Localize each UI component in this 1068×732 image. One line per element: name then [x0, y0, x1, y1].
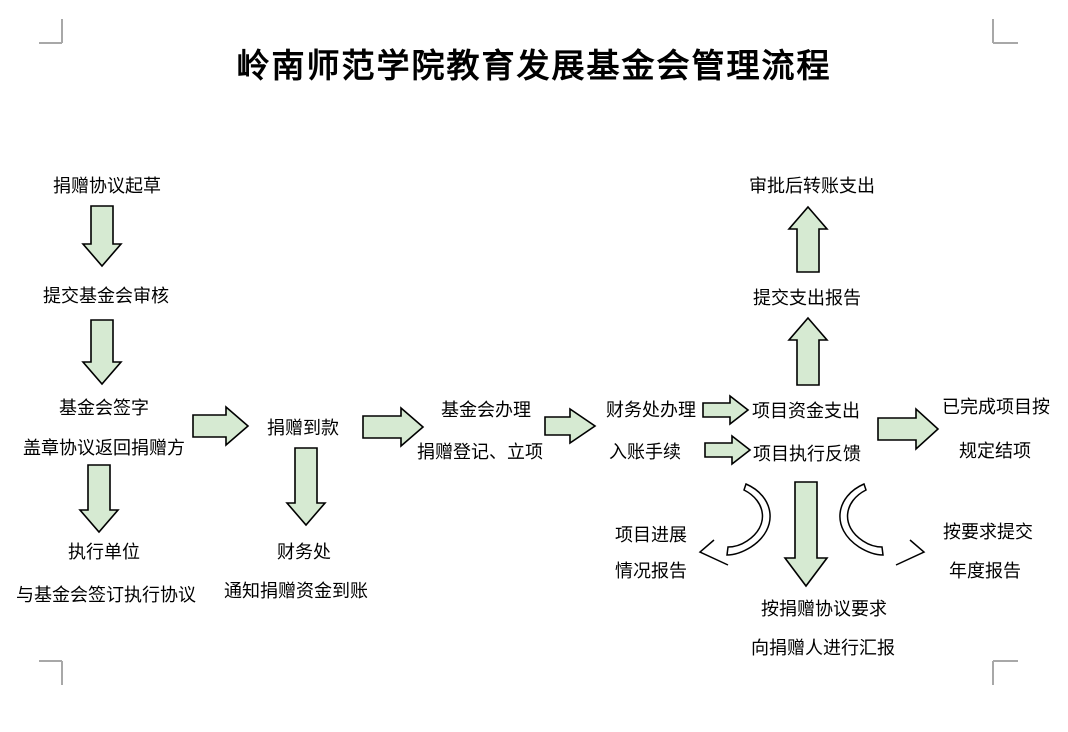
page-title: 岭南师范学院教育发展基金会管理流程 [236, 49, 832, 85]
node-completed-line1: 已完成项目按 [942, 397, 1050, 417]
node-donation-arrived: 捐赠到款 [267, 418, 339, 438]
node-finance-handle-line2: 入账手续 [609, 442, 681, 462]
curved-arrow-icon-feedback-to-annual [839, 482, 884, 556]
down-arrow-icon-draft-to-review [81, 205, 123, 268]
node-foundation-handle-line1: 基金会办理 [441, 400, 531, 420]
right-arrow-icon-to-project-expense [702, 394, 750, 426]
node-donor-report-line2: 向捐赠人进行汇报 [751, 638, 895, 658]
node-annual-line1: 按要求提交 [943, 522, 1033, 542]
down-arrow-icon-donation-to-finance [285, 447, 327, 527]
node-foundation-handle-line2: 捐赠登记、立项 [417, 442, 543, 462]
node-project-expense: 项目资金支出 [752, 401, 860, 421]
node-finance-handle-line1: 财务处办理 [606, 400, 696, 420]
right-arrow-icon-donation-to-foundation [362, 406, 425, 448]
node-submit-expense-report: 提交支出报告 [753, 288, 861, 308]
right-arrow-icon-sign-to-donation [192, 405, 250, 447]
curved-arrowhead-icon-right [895, 539, 926, 566]
node-approved-transfer: 审批后转账支出 [749, 176, 875, 196]
node-finance-line1: 财务处 [277, 542, 331, 562]
node-progress-line1: 项目进展 [615, 525, 687, 545]
node-draft-agreement: 捐赠协议起草 [53, 176, 161, 196]
down-arrow-icon-sign-to-executor [78, 464, 120, 534]
node-completed-line2: 规定结项 [959, 441, 1031, 461]
right-arrow-icon-to-completed [877, 407, 940, 451]
node-donor-report-line1: 按捐赠协议要求 [761, 599, 887, 619]
curved-arrowhead-icon-left [698, 539, 729, 566]
node-annual-line2: 年度报告 [949, 561, 1021, 581]
node-foundation-sign-line2: 盖章协议返回捐赠方 [23, 438, 185, 458]
page-corner-mark-top-right [992, 19, 1018, 44]
node-foundation-sign-line1: 基金会签字 [59, 398, 149, 418]
node-finance-line2: 通知捐赠资金到账 [224, 581, 368, 601]
curved-arrow-icon-feedback-to-progress [726, 482, 771, 556]
right-arrow-icon-to-project-feedback [704, 434, 752, 466]
down-arrow-icon-feedback-to-donor-report [783, 481, 829, 588]
page-corner-mark-bottom-left [39, 660, 63, 685]
node-executor-line1: 执行单位 [68, 542, 140, 562]
up-arrow-icon-expense-to-report [787, 316, 829, 386]
right-arrow-icon-foundation-to-finance-office [544, 407, 597, 445]
node-progress-line2: 情况报告 [615, 561, 687, 581]
node-executor-line2: 与基金会签订执行协议 [16, 585, 196, 605]
down-arrow-icon-review-to-sign [81, 319, 123, 386]
page-corner-mark-top-left [39, 19, 63, 44]
page-corner-mark-bottom-right [992, 660, 1018, 685]
node-project-feedback: 项目执行反馈 [753, 444, 861, 464]
node-submit-review: 提交基金会审核 [43, 286, 169, 306]
up-arrow-icon-report-to-transfer [787, 205, 829, 273]
